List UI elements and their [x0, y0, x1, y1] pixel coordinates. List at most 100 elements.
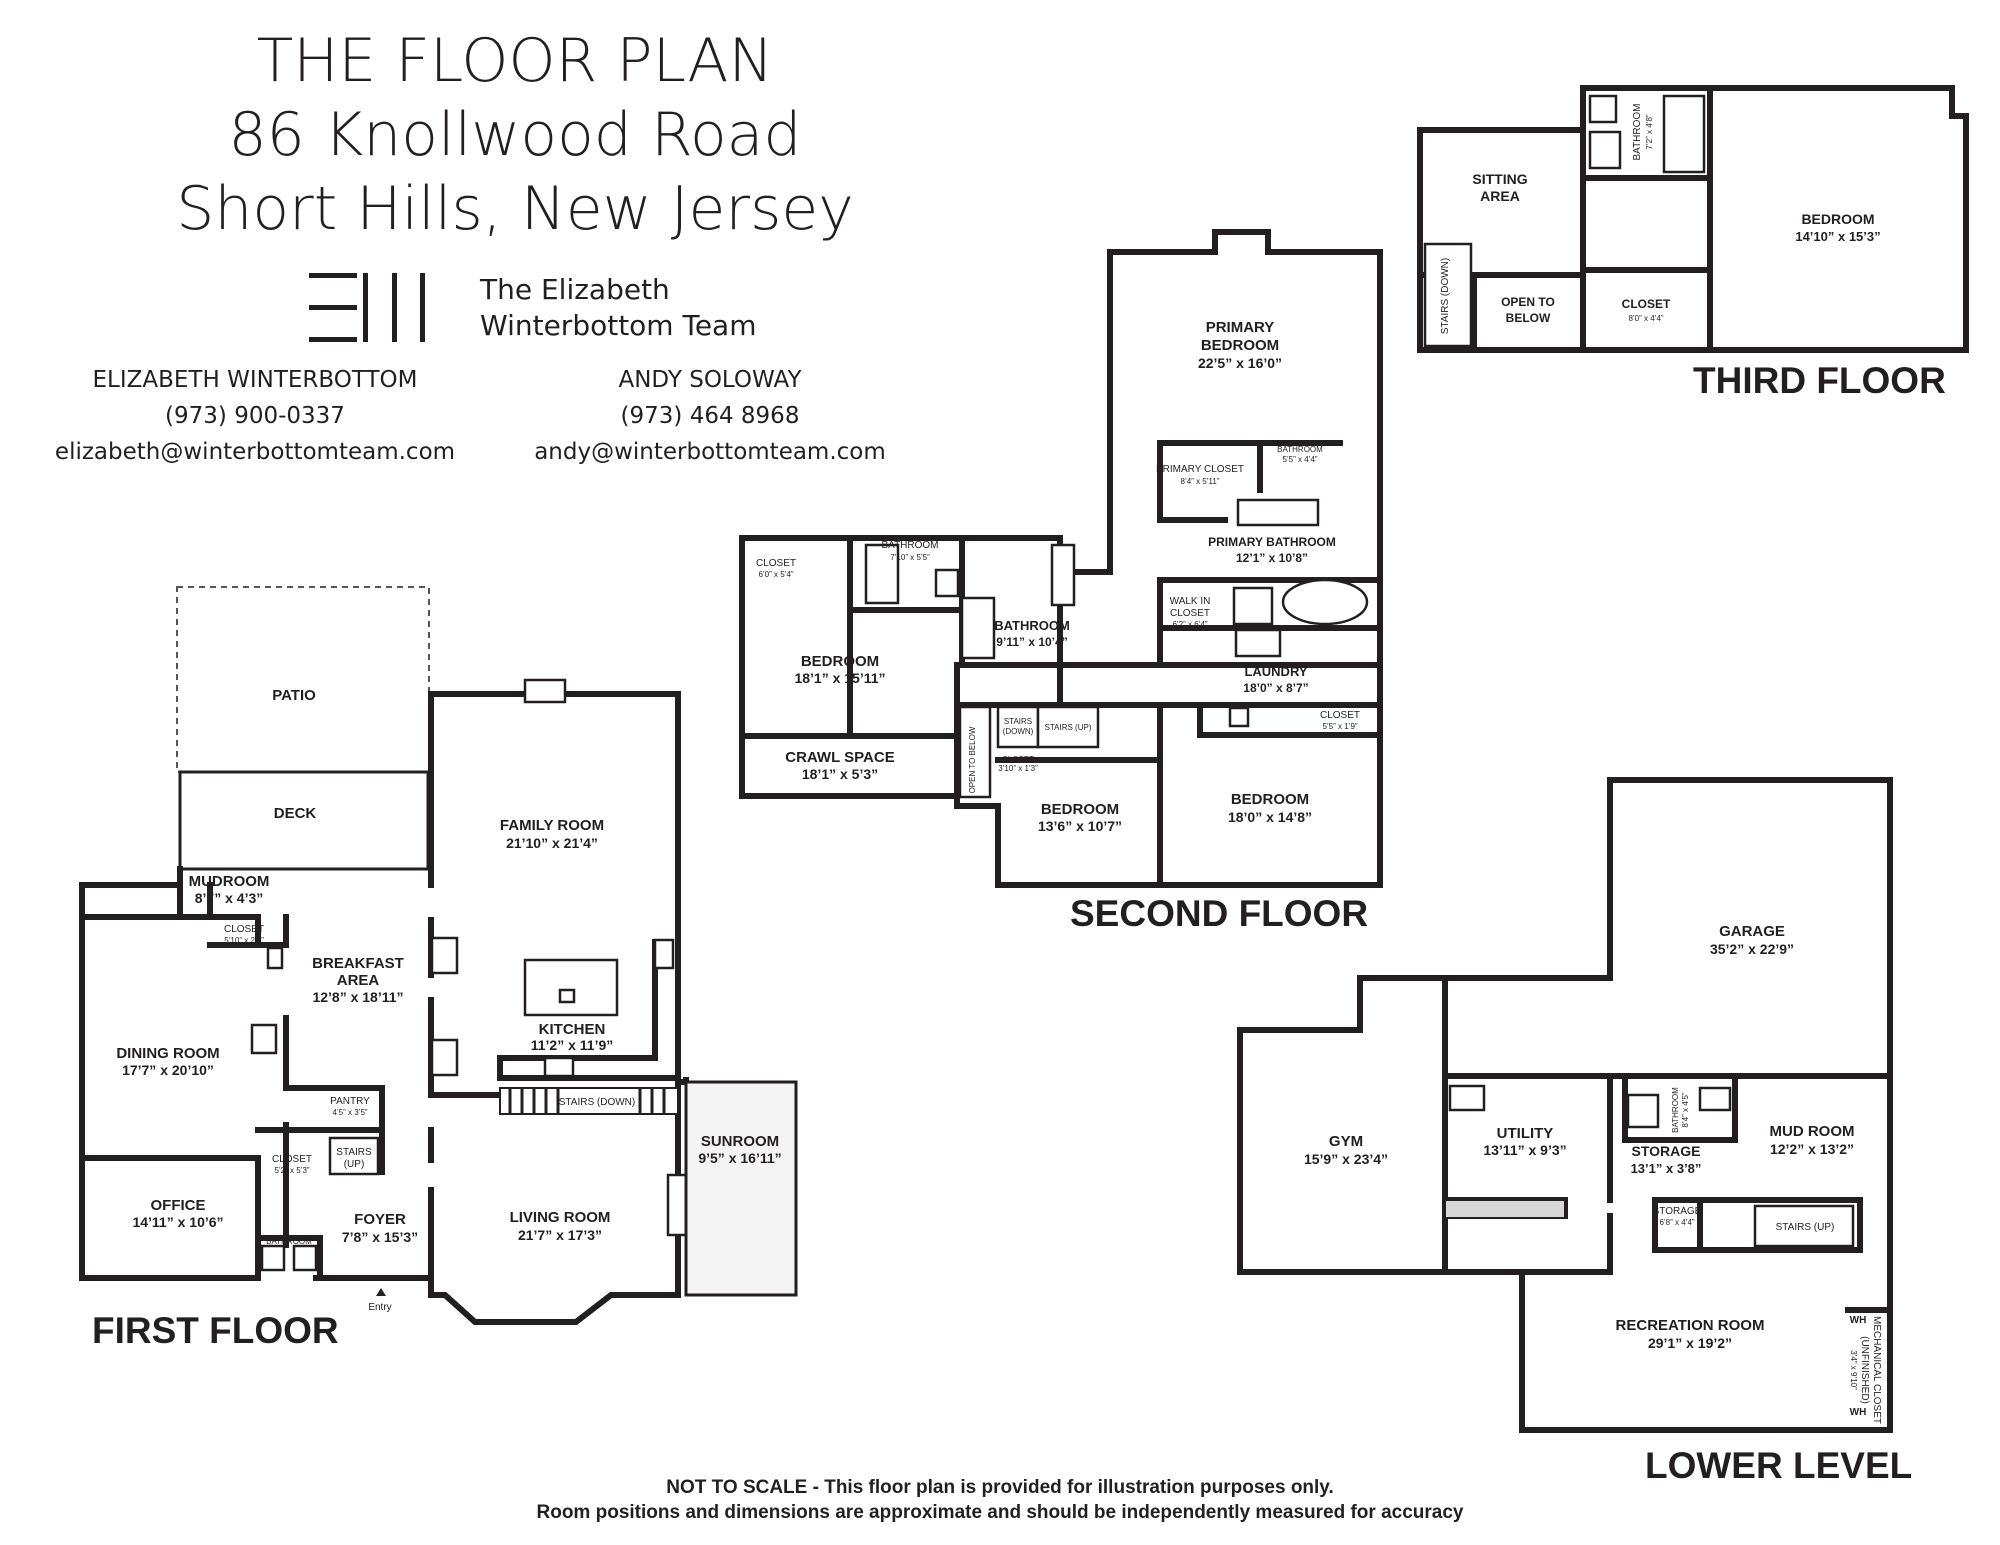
laundry-walls	[1157, 662, 1383, 738]
contact-email[interactable]: andy@winterbottomteam.com	[534, 439, 886, 465]
pantry-dims: 4’5” x 3’5”	[332, 1108, 367, 1117]
entry-arrow-icon	[376, 1288, 386, 1296]
bedroom-a-dims: 18’1” x 15’11”	[794, 670, 885, 686]
contact-phone[interactable]: (973) 900-0337	[165, 403, 345, 429]
bath-small-label: BATHROOM	[1277, 445, 1323, 454]
closet-a-label: CLOSET	[756, 558, 796, 569]
walkin-dims: 6’2” x 6’4”	[1172, 620, 1207, 629]
primary-bedroom-dims: 22’5” x 16’0”	[1198, 355, 1282, 371]
storage-mud-walls	[1519, 1073, 1893, 1275]
washer-dryer-icon	[1234, 628, 1282, 658]
primary-bath-walls	[1157, 577, 1383, 668]
living-label: LIVING ROOM	[510, 1209, 611, 1226]
bedroom-c-dims: 18’0” x 14’8”	[1228, 809, 1312, 825]
stairs-third	[1423, 242, 1473, 348]
kitchen-label: KITCHEN	[539, 1021, 606, 1038]
crawl-label: CRAWL SPACE	[785, 749, 894, 766]
primary-closet-dims: 8’4” x 5’11”	[1181, 477, 1220, 486]
stairs-down-label-1: STAIRS	[1004, 717, 1032, 726]
closet-c-dims: 5’5” x 1’9”	[1322, 722, 1357, 731]
cabinet-b	[430, 1038, 459, 1077]
contact-elizabeth: ELIZABETH WINTERBOTTOM (973) 900-0337 el…	[20, 362, 490, 470]
primary-bath-dims: 12’1” x 10’8”	[1236, 551, 1308, 565]
breakfast-dims: 12’8” x 18’11”	[312, 989, 403, 1005]
laundry-sink-icon	[1228, 706, 1250, 728]
mud-room-dims: 12’2” x 13’2”	[1770, 1141, 1854, 1157]
utility-dims: 13’11” x 9’3”	[1483, 1142, 1566, 1158]
gym-label: GYM	[1329, 1133, 1363, 1150]
bath-b-dims: 9’11” x 10’4”	[996, 635, 1067, 649]
third-floor-title: THIRD FLOOR	[1693, 360, 1946, 401]
range-icon	[543, 1056, 575, 1078]
powder-walls	[255, 1235, 323, 1281]
closet1-walls	[207, 914, 289, 948]
mechanical-label: MECHANICAL CLOSET	[1871, 1316, 1882, 1424]
stairs-up-label-1: STAIRS	[336, 1147, 372, 1158]
sink-a-icon	[934, 568, 960, 598]
toilet-icon	[260, 1244, 286, 1272]
third-floor-exterior	[1417, 85, 1969, 353]
tub-b-icon	[960, 596, 996, 660]
wh-label-2: WH	[1850, 1407, 1867, 1418]
open-to-below-second	[958, 705, 992, 799]
laundry-label: LAUNDRY	[1244, 664, 1307, 679]
stairs-down-label-2: (DOWN)	[1003, 727, 1034, 736]
third-stairs-label: STAIRS (DOWN)	[1440, 258, 1451, 334]
laundry-dims: 18’0” x 8’7”	[1243, 681, 1308, 695]
third-floor-interior	[1417, 85, 1713, 353]
utility-sink-icon	[1448, 1084, 1486, 1112]
family-room-dims: 21’10” x 21’4”	[506, 835, 598, 851]
mudroom-label: MUDROOM	[189, 873, 270, 890]
team-name-line1: The Elizabeth	[480, 273, 670, 306]
sitting-label-2: AREA	[1480, 188, 1520, 204]
family-room-label: FAMILY ROOM	[500, 817, 604, 834]
storage2-dims: 6’8” x 4’4”	[1659, 1218, 1694, 1227]
tub-third-icon	[1662, 94, 1706, 174]
gym-dims: 15’9” x 23’4”	[1304, 1151, 1388, 1167]
mudroom-walls	[177, 882, 213, 920]
lower-exterior-east	[1519, 777, 1893, 1433]
sink-icon	[292, 1244, 318, 1272]
double-vanity-icon	[1236, 498, 1320, 527]
lower-sink-icon	[1626, 1093, 1660, 1129]
stairs-up-second	[1036, 705, 1100, 749]
storage1-label: STORAGE	[1632, 1143, 1701, 1159]
garage-dims: 35’2” x 22’9”	[1710, 941, 1794, 957]
office-label: OFFICE	[151, 1197, 206, 1214]
sitting-label-1: SITTING	[1472, 171, 1527, 187]
pantry-label: PANTRY	[330, 1096, 370, 1107]
stairs-up-label: STAIRS (UP)	[1045, 723, 1092, 732]
sunroom	[684, 1080, 798, 1297]
bath-a-dims: 7’10” x 5’5”	[890, 553, 930, 562]
fridge-icon	[653, 938, 675, 970]
bedroom-c-label: BEDROOM	[1231, 791, 1309, 808]
closet-b-dims: 3’10” x 1’3”	[998, 764, 1038, 773]
closet1-label: CLOSET	[224, 924, 264, 935]
lower-level-title: LOWER LEVEL	[1645, 1445, 1913, 1486]
disclaimer-line1: NOT TO SCALE - This floor plan is provid…	[666, 1477, 1334, 1498]
lower-toilet-icon	[1698, 1086, 1732, 1112]
second-floor-title: SECOND FLOOR	[1070, 893, 1369, 934]
tub-primary-icon	[1281, 578, 1369, 626]
powder-label: BATHROOM	[266, 1237, 312, 1246]
closet2-top	[255, 1127, 385, 1175]
stairs-down-first	[499, 1087, 679, 1115]
contact-phone[interactable]: (973) 464 8968	[620, 403, 800, 429]
lower-level-plan: GARAGE 35’2” x 22’9” GYM 15’9” x 23’4” U…	[1237, 777, 1893, 1433]
contact-email[interactable]: elizabeth@winterbottomteam.com	[54, 439, 456, 465]
kitchen-dims: 11’2” x 11’9”	[531, 1037, 614, 1053]
column-a	[250, 1023, 278, 1055]
dining-dims: 17’7” x 20’10”	[122, 1062, 214, 1078]
mechanical-dims: 3’4” x 9’10”	[1849, 1350, 1858, 1390]
first-floor-title: FIRST FLOOR	[92, 1310, 339, 1351]
closet-c-label: CLOSET	[1320, 710, 1360, 721]
deck-label: DECK	[274, 805, 317, 822]
stairs-up-label-2: (UP)	[344, 1159, 365, 1170]
team-logo-icon	[260, 265, 760, 365]
recreation-label: RECREATION ROOM	[1616, 1317, 1765, 1334]
kitchen-island	[523, 958, 619, 1017]
third-closet-label: CLOSET	[1622, 297, 1671, 311]
stairs-down-label: STAIRS (DOWN)	[559, 1097, 635, 1108]
mechanical-sub: (UNFINISHED)	[1859, 1336, 1870, 1404]
